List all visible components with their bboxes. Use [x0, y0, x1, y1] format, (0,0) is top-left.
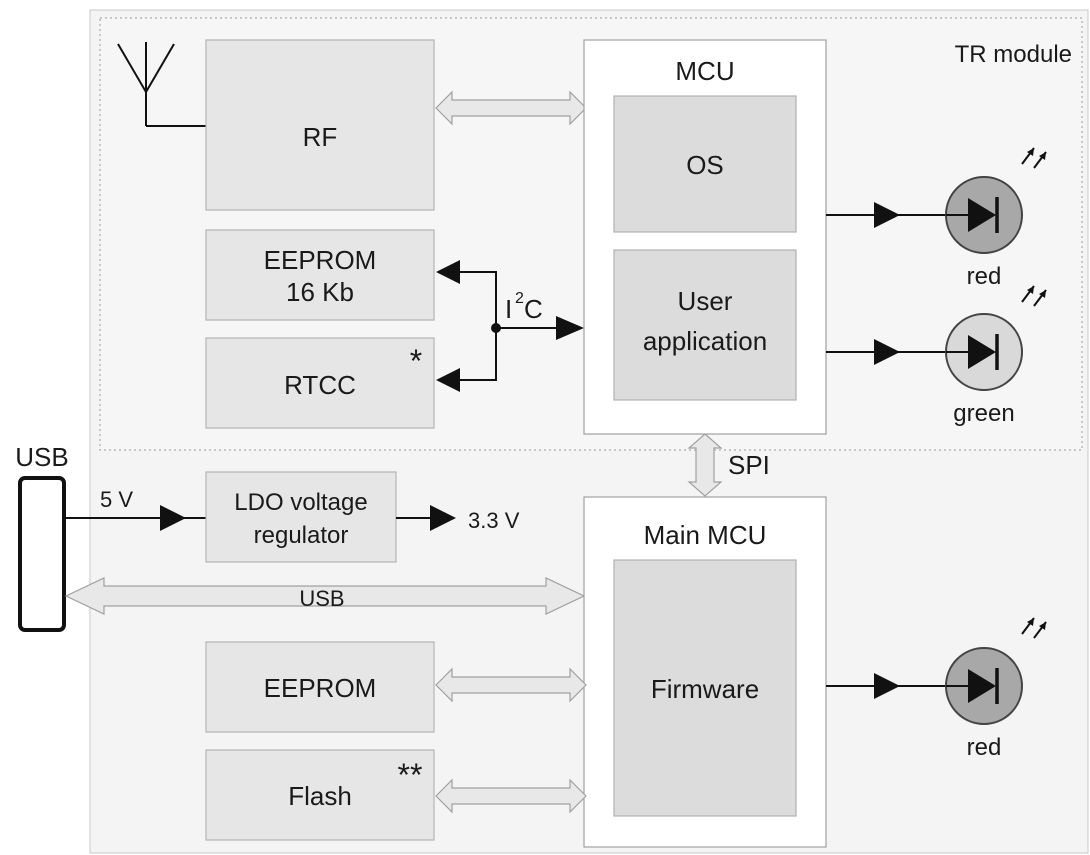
rf-block — [205, 39, 435, 211]
rtcc-label: RTCC — [284, 370, 356, 400]
tr-module-label: TR module — [955, 41, 1072, 68]
tr-green-led-label: green — [953, 400, 1014, 427]
arrow-to-rtcc — [436, 368, 460, 392]
eeprom-label: EEPROM — [264, 673, 377, 703]
i2c-label-c: C — [524, 294, 543, 324]
flash-label: Flash — [288, 781, 352, 811]
ldo-regulator-block — [205, 471, 397, 563]
tr-red-led-label: red — [967, 263, 1002, 290]
flash-block — [205, 749, 435, 841]
firmware-label: Firmware — [651, 674, 759, 704]
eeprom-16kb-label-2: 16 Kb — [286, 277, 354, 307]
main-red-led-icon — [945, 647, 1023, 725]
eeprom-16kb-block — [205, 229, 435, 321]
usb-port — [18, 476, 66, 632]
arrow-to-main-red-led — [874, 673, 900, 699]
arrow-3v3 — [430, 505, 456, 531]
main-red-led-label: red — [967, 734, 1002, 761]
spi-bus — [687, 433, 723, 497]
flash-note-mark: ** — [398, 757, 423, 793]
os-label: OS — [686, 150, 724, 180]
3v3-label: 3.3 V — [468, 508, 520, 533]
flash-mcu-bus — [435, 778, 587, 814]
tr-green-led-icon — [945, 313, 1023, 391]
user-application-label-2: application — [643, 326, 767, 356]
spi-label: SPI — [728, 450, 770, 480]
usb-port-label: USB — [15, 442, 68, 472]
arrow-to-eeprom-16kb — [436, 260, 460, 284]
i2c-junction — [491, 323, 501, 333]
rtcc-note-mark: * — [410, 343, 422, 379]
tr-red-led-icon — [945, 176, 1023, 254]
arrow-to-tr-green-led — [874, 339, 900, 365]
5v-label: 5 V — [100, 487, 133, 512]
rtcc-block — [205, 337, 435, 429]
eeprom-16kb-label-1: EEPROM — [264, 245, 377, 275]
ldo-label-1: LDO voltage — [234, 489, 367, 516]
user-application-block — [613, 249, 797, 401]
i2c-label: I — [505, 294, 512, 324]
antenna-icon — [117, 42, 206, 127]
user-application-label-1: User — [678, 286, 733, 316]
i2c-label-sup: 2 — [515, 290, 524, 307]
ldo-label-2: regulator — [254, 522, 349, 549]
eeprom-mcu-bus — [435, 667, 587, 703]
eeprom-block — [205, 641, 435, 733]
mcu-label: MCU — [675, 56, 734, 86]
arrow-to-mcu-i2c — [556, 316, 584, 340]
usb-bus-label: USB — [299, 586, 344, 611]
arrow-5v — [160, 505, 186, 531]
arrow-to-tr-red-led — [874, 202, 900, 228]
os-block — [613, 95, 797, 233]
rf-label: RF — [303, 122, 338, 152]
main-mcu-label: Main MCU — [644, 520, 767, 550]
firmware-block — [613, 559, 797, 817]
